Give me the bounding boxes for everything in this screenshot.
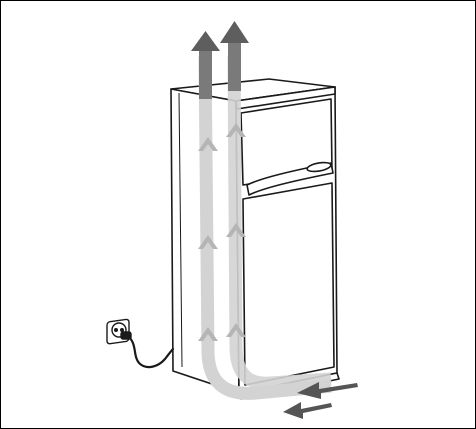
airflow-arrow-icon (191, 31, 220, 99)
chevron-6 (226, 123, 246, 137)
handle-grip (306, 161, 332, 173)
chevron-3 (198, 137, 218, 151)
fridge-rear-edge (178, 92, 183, 368)
intake-arrows (283, 382, 358, 419)
airflow-channel-rear (198, 55, 332, 400)
fridge-door (242, 182, 335, 386)
refrigerator-icon (170, 78, 340, 400)
chevron-2 (198, 235, 218, 249)
airflow-chevrons (198, 123, 246, 341)
airflow-channel-front (227, 55, 332, 390)
airflow-arrow-icon (297, 382, 358, 399)
airflow-arrow-icon (283, 402, 332, 419)
chevron-4 (226, 323, 246, 337)
chevron-1 (198, 327, 218, 341)
chevron-5 (226, 223, 246, 237)
airflow-channels (198, 55, 332, 400)
exhaust-arrows (191, 21, 249, 99)
wall-socket-icon (106, 318, 132, 345)
airflow-arrow-icon (220, 21, 249, 91)
power-cable-icon (127, 335, 175, 369)
